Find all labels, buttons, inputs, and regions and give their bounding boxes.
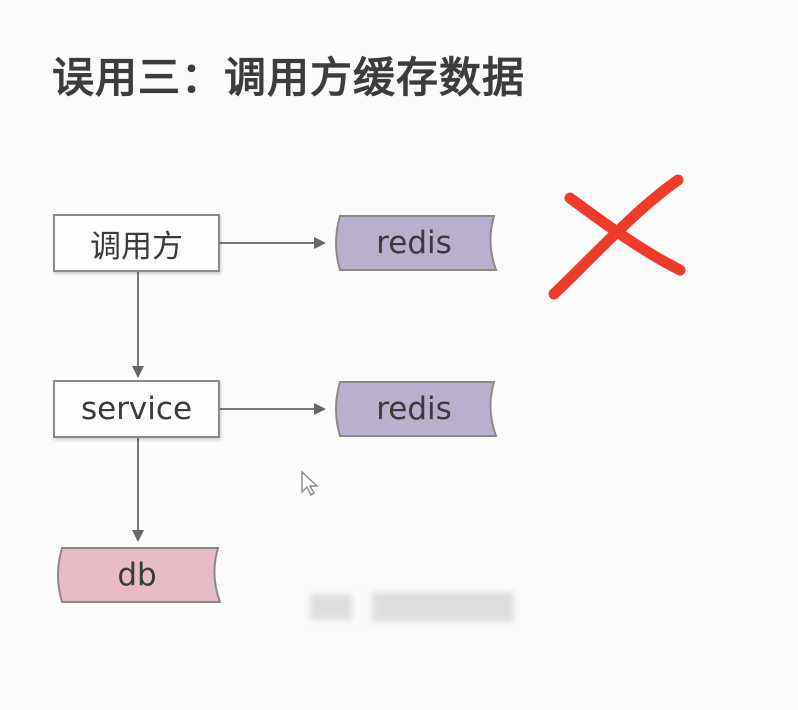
redis-top-label: redis xyxy=(376,225,452,261)
red-cross-icon xyxy=(548,174,686,300)
service-node-label: service xyxy=(80,391,193,427)
caller-node-label: 调用方 xyxy=(90,228,183,265)
caller-node: 调用方 xyxy=(53,214,220,272)
db-label: db xyxy=(117,557,157,593)
redis-mid-label: redis xyxy=(376,391,452,427)
redis-cache-mid: redis xyxy=(330,380,498,438)
redis-shape-top xyxy=(335,215,498,271)
blurred-watermark-1 xyxy=(310,594,352,620)
redis-cache-top: redis xyxy=(330,214,498,272)
blurred-watermark-2 xyxy=(372,592,514,622)
service-node: service xyxy=(53,380,220,438)
redis-shape-mid xyxy=(335,381,498,437)
db-shape xyxy=(57,547,222,603)
page-title: 误用三：调用方缓存数据 xyxy=(52,53,526,102)
mouse-cursor-icon xyxy=(301,470,319,497)
db-node: db xyxy=(52,546,222,604)
